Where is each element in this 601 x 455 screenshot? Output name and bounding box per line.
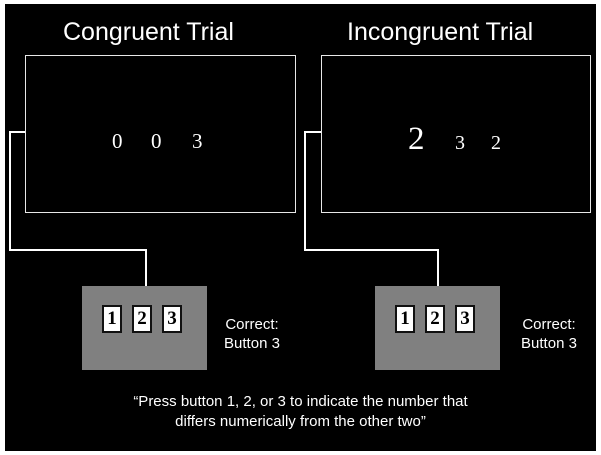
- congruent-digit-2: 0: [151, 129, 162, 153]
- incongruent-correct-text: Correct: Button 3: [511, 315, 587, 353]
- instruction-line-2: differs numerically from the other two”: [175, 413, 426, 430]
- incongruent-digit-2: 3: [455, 132, 465, 154]
- congruent-button-1[interactable]: 1: [102, 305, 122, 333]
- incongruent-response-box: 1 2 3: [375, 286, 500, 370]
- incongruent-button-1[interactable]: 1: [395, 305, 415, 333]
- incongruent-screen: 2 3 2: [321, 55, 591, 213]
- congruent-screen: 0 0 3: [25, 55, 296, 213]
- congruent-correct-label: Correct:: [225, 316, 279, 333]
- figure: Congruent Trial Incongruent Trial 0 0 3 …: [5, 4, 596, 451]
- congruent-button-2[interactable]: 2: [132, 305, 152, 333]
- congruent-correct-text: Correct: Button 3: [214, 315, 290, 353]
- congruent-wire: [9, 131, 147, 286]
- instruction-line-1: “Press button 1, 2, or 3 to indicate the…: [133, 393, 468, 410]
- incongruent-correct-label: Correct:: [522, 316, 576, 333]
- congruent-digit-3: 3: [192, 129, 203, 153]
- congruent-response-box: 1 2 3: [82, 286, 207, 370]
- congruent-button-3[interactable]: 3: [162, 305, 182, 333]
- incongruent-title: Incongruent Trial: [347, 18, 534, 46]
- connector-wires: [9, 131, 439, 286]
- incongruent-correct-answer: Button 3: [521, 335, 577, 352]
- congruent-title: Congruent Trial: [63, 18, 234, 46]
- instruction-text: “Press button 1, 2, or 3 to indicate the…: [5, 392, 596, 432]
- incongruent-button-2[interactable]: 2: [425, 305, 445, 333]
- incongruent-digit-3: 2: [491, 132, 501, 154]
- incongruent-button-3[interactable]: 3: [455, 305, 475, 333]
- incongruent-wire: [304, 131, 439, 286]
- congruent-correct-answer: Button 3: [224, 335, 280, 352]
- congruent-digit-1: 0: [112, 129, 123, 153]
- incongruent-digit-1: 2: [408, 121, 425, 157]
